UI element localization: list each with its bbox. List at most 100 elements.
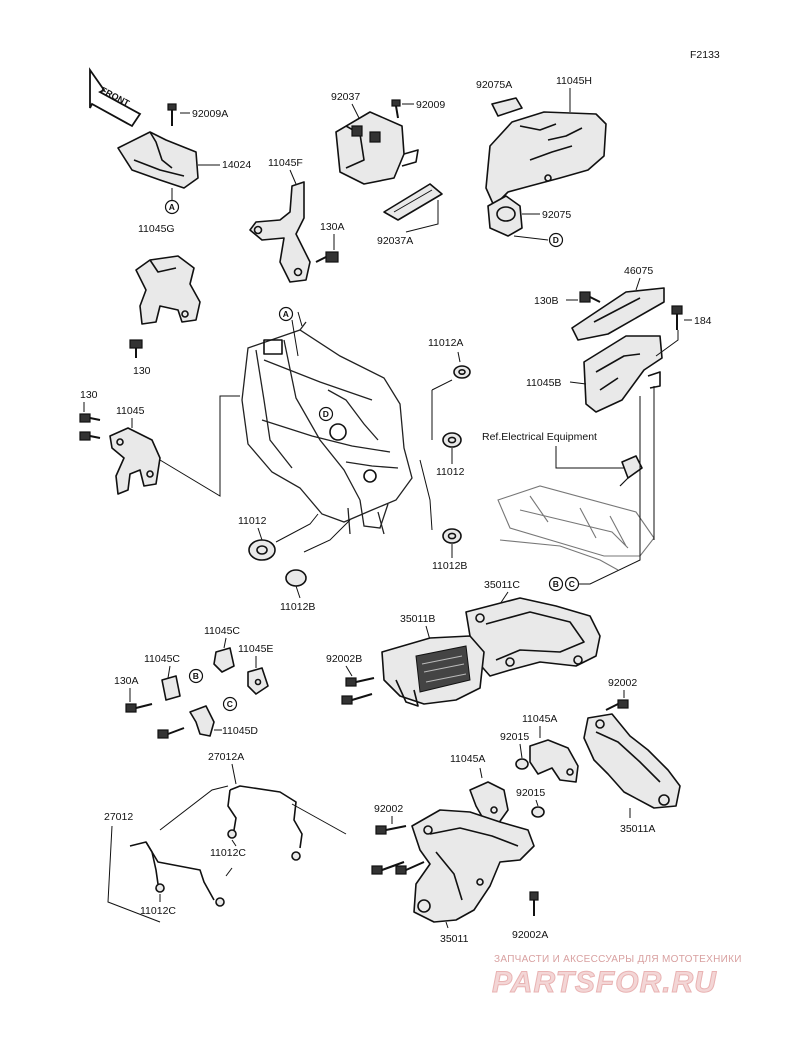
label-184: 184 [694, 315, 712, 327]
callout-d-frame: D [318, 406, 334, 422]
label-92002-right: 92002 [608, 677, 637, 689]
label-27012: 27012 [104, 811, 133, 823]
svg-text:C: C [569, 579, 575, 589]
label-11045e: 11045E [238, 643, 273, 655]
label-11045f: 11045F [268, 157, 303, 169]
svg-text:C: C [227, 699, 233, 709]
label-92015-bottom: 92015 [516, 787, 545, 799]
bracket-11045f-icon [249, 181, 311, 283]
bracket-92037-icon [335, 111, 419, 185]
label-35011b: 35011B [400, 613, 435, 625]
bracket-14024-icon [117, 131, 199, 189]
callout-a-frame: A [278, 306, 294, 322]
bar-27012-icon [129, 841, 225, 907]
diagram-code: F2133 [690, 49, 720, 61]
label-130b: 130B [534, 295, 559, 307]
label-130a-bottom: 130A [114, 675, 139, 687]
bolt-92009-icon [391, 99, 401, 119]
label-92002-left: 92002 [374, 803, 403, 815]
bracket-11045a-left-icon [469, 781, 509, 825]
label-11045d: 11045D [222, 725, 258, 737]
label-92075a: 92075A [476, 79, 512, 91]
collar-92015-bottom-icon [531, 806, 545, 818]
callout-c-clip: C [222, 696, 238, 712]
bar-27012a-icon [227, 785, 303, 861]
label-11012b-right: 11012B [432, 560, 467, 572]
label-11012c-right: 11012C [210, 847, 246, 859]
watermark-subtitle: ЗАПЧАСТИ И АКСЕССУАРЫ ДЛЯ МОТОТЕХНИКИ [494, 954, 742, 965]
bolt-92002b-a-icon [345, 677, 375, 687]
label-11045b: 11045B [526, 377, 561, 389]
label-11045a-right: 11045A [522, 713, 557, 725]
frame-main-icon [241, 321, 413, 535]
reference-note: Ref.Electrical Equipment [482, 431, 597, 443]
svg-text:D: D [323, 409, 329, 419]
bracket-11045g-icon [135, 255, 201, 325]
label-14024: 14024 [222, 159, 251, 171]
label-92037: 92037 [331, 91, 360, 103]
label-130-top: 130 [133, 365, 151, 377]
grommet-11012-left-icon [248, 539, 276, 561]
bolt-92002-left-b-icon [371, 861, 405, 875]
grommet-11012b-right-icon [442, 528, 462, 544]
bolt-130-left-a-icon [79, 413, 101, 423]
bracket-11045a-right-icon [529, 739, 579, 783]
clip-11045d-icon [189, 705, 215, 737]
svg-text:B: B [193, 671, 199, 681]
label-46075: 46075 [624, 265, 653, 277]
svg-text:D: D [553, 235, 559, 245]
label-11045g: 11045G [138, 223, 175, 235]
bolt-184-icon [671, 305, 683, 330]
label-35011a: 35011A [620, 823, 655, 835]
label-92015-top: 92015 [500, 731, 529, 743]
plate-92037a-icon [383, 183, 443, 221]
cover-11045h-icon [485, 111, 607, 207]
clip-electrical-icon [619, 455, 643, 487]
bolt-92002b-b-icon [341, 693, 373, 705]
bolt-92002-right-icon [605, 699, 629, 711]
label-130a-top: 130A [320, 221, 345, 233]
plate-35011b-icon [381, 635, 485, 707]
label-92075: 92075 [542, 209, 571, 221]
watermark-logo: PARTSFOR.RU [492, 966, 717, 999]
grommet-11012a-icon [453, 365, 471, 379]
subframe-icon [497, 485, 655, 571]
bolt-130a-bottom-icon [125, 703, 153, 713]
svg-text:A: A [283, 309, 289, 319]
svg-text:B: B [553, 579, 559, 589]
bolt-92002-left-c-icon [395, 861, 425, 875]
bolt-11045d-icon [157, 727, 185, 739]
callout-c-subframe: C [564, 576, 580, 592]
bolt-92002-left-a-icon [375, 825, 407, 835]
label-11045h: 11045H [556, 75, 592, 87]
label-11045c-top: 11045C [204, 625, 240, 637]
bolt-92009a-icon [167, 103, 177, 126]
bolt-130a-top-icon [315, 251, 339, 263]
label-11045a-left: 11045A [450, 753, 485, 765]
label-35011: 35011 [440, 933, 469, 945]
label-11012c-left: 11012C [140, 905, 176, 917]
label-130-left: 130 [80, 389, 98, 401]
label-27012a: 27012A [208, 751, 244, 763]
plate-35011-icon [411, 809, 535, 923]
rubber-92075-icon [487, 195, 523, 237]
bolt-92002a-icon [529, 891, 539, 916]
bolt-130b-icon [579, 291, 601, 303]
bolt-130-left-b-icon [79, 431, 101, 441]
front-arrow-icon: FRONT [89, 67, 142, 128]
plate-35011c-icon [465, 597, 601, 677]
clip-11045e-icon [247, 667, 269, 695]
callout-a-top: A [164, 199, 180, 215]
clip-11045c-left-icon [161, 675, 181, 701]
label-92037a: 92037A [377, 235, 413, 247]
clip-11045c-top-icon [213, 647, 235, 673]
label-92002a: 92002A [512, 929, 548, 941]
svg-text:A: A [169, 202, 175, 212]
label-11012-left: 11012 [238, 515, 267, 527]
label-35011c: 35011C [484, 579, 520, 591]
label-11045c-left: 11045C [144, 653, 180, 665]
callout-d-top: D [548, 232, 564, 248]
label-11012b-bottom: 11012B [280, 601, 315, 613]
label-92009a: 92009A [192, 108, 228, 120]
label-11012-right: 11012 [436, 466, 465, 478]
